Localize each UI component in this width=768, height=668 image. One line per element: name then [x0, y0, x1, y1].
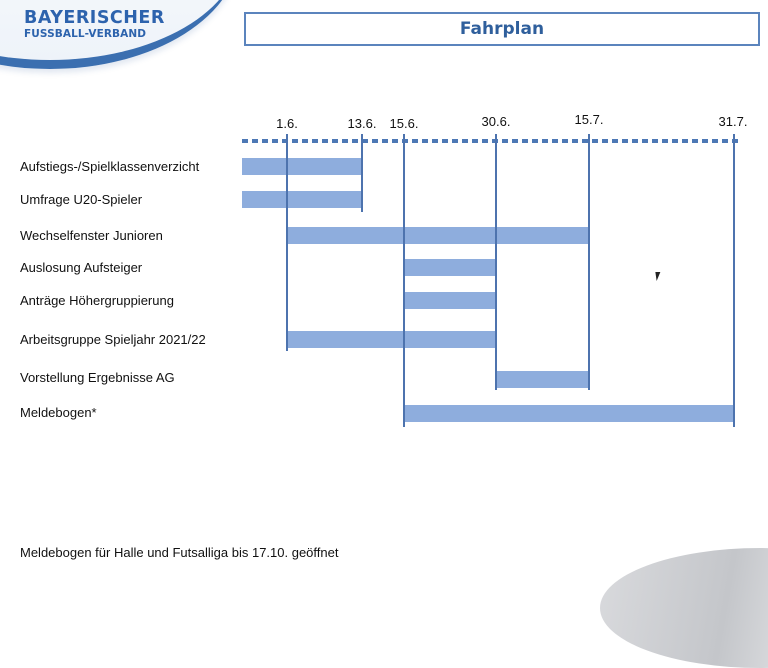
milestone-line-15-6	[403, 134, 405, 427]
date-label-15-6: 15.6.	[389, 116, 419, 131]
bar-auslosung-aufsteiger	[404, 259, 496, 276]
corner-swoosh-decoration	[600, 548, 768, 668]
mouse-cursor-icon	[655, 272, 662, 281]
timeline-axis	[242, 139, 740, 143]
row-label: Auslosung Aufsteiger	[20, 260, 143, 275]
milestone-line-31-7	[733, 134, 735, 427]
milestone-line-30-6	[495, 134, 497, 390]
milestone-line-13-6	[361, 134, 363, 212]
date-label-30-6: 30.6.	[481, 114, 511, 129]
date-label-13-6: 13.6.	[347, 116, 377, 131]
bfv-logo: BAYERISCHER FUSSBALL-VERBAND	[24, 8, 165, 40]
footnote: Meldebogen für Halle und Futsalliga bis …	[20, 545, 339, 560]
row-label: Vorstellung Ergebnisse AG	[20, 370, 175, 385]
row-label: Umfrage U20-Spieler	[20, 192, 143, 207]
logo-line-1: BAYERISCHER	[24, 8, 165, 28]
title-box: Fahrplan	[244, 12, 760, 46]
row-label: Meldebogen*	[20, 405, 97, 420]
row-label: Aufstiegs-/Spielklassenverzicht	[20, 159, 200, 174]
date-label-15-7: 15.7.	[574, 112, 604, 127]
bar-antraege-hoehergruppierung	[404, 292, 496, 309]
page-title: Fahrplan	[459, 19, 545, 39]
row-label: Wechselfenster Junioren	[20, 228, 163, 243]
row-label: Arbeitsgruppe Spieljahr 2021/22	[20, 332, 206, 347]
bar-umfrage-u20-spieler	[242, 191, 362, 208]
bar-aufstiegs-spielklassenverzicht	[242, 158, 362, 175]
date-label-1-6: 1.6.	[276, 116, 298, 131]
bar-vorstellung-ergebnisse-ag	[496, 371, 589, 388]
bar-wechselfenster-junioren	[287, 227, 589, 244]
bar-meldebogen	[404, 405, 734, 422]
bar-arbeitsgruppe-spieljahr	[287, 331, 496, 348]
date-label-31-7: 31.7.	[718, 114, 748, 129]
milestone-line-1-6	[286, 134, 288, 351]
milestone-line-15-7	[588, 134, 590, 390]
row-label: Anträge Höhergruppierung	[20, 293, 174, 308]
logo-line-2: FUSSBALL-VERBAND	[24, 27, 147, 40]
